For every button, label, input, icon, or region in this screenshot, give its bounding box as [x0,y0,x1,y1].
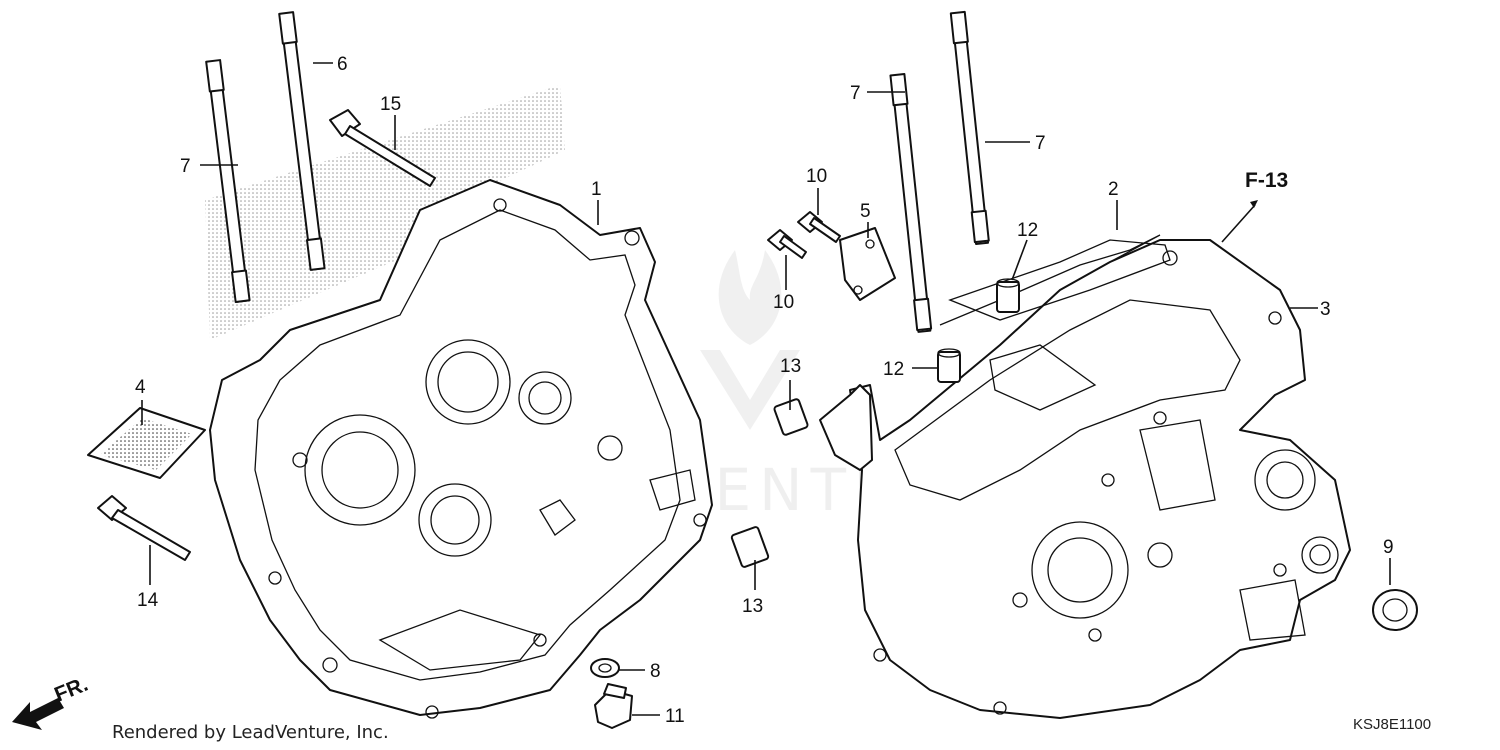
right-crankcase-half [849,234,1351,719]
callout-6b: 7 [180,156,191,177]
flange-bolt-14 [97,495,191,561]
drain-bolt-11 [594,683,633,729]
dowel-pin-13b [730,526,770,568]
oil-seal-9 [1372,589,1418,631]
callout-12b: 12 [883,359,904,380]
callout-13b: 13 [742,596,763,617]
rendered-by-credit: Rendered by LeadVenture, Inc. [112,722,389,743]
dowel-pin-12a [996,278,1020,313]
dowel-pin-13a [773,398,809,436]
stud-bolt-6b [278,11,326,271]
callout-9: 9 [1383,537,1394,558]
gasket-surface-shading [205,85,565,340]
callout-3: 3 [1320,299,1331,320]
gasket-tab [819,384,873,471]
leader-lines [141,62,1391,716]
bolt-10a [797,211,841,243]
callout-4: 4 [135,377,146,398]
callout-5: 5 [860,201,871,222]
callout-8: 8 [650,661,661,682]
reference-f13: F-13 [1245,169,1288,192]
oil-strainer-screen-4 [87,407,206,479]
callout-11: 11 [665,706,685,727]
stud-bolt-7a [889,72,933,333]
front-direction-arrow: FR. [12,673,91,730]
callout-10b: 10 [773,292,794,313]
callout-12a: 12 [1017,220,1038,241]
callout-1: 1 [591,179,602,200]
callout-7b: 7 [1035,133,1046,154]
callout-15: 15 [380,94,401,115]
bolt-10b [767,229,807,259]
setting-plate-5 [839,227,896,301]
sealing-washer-8 [590,658,620,678]
stud-bolt-6a [205,59,251,303]
callout-6a: 6 [337,54,348,75]
callout-14: 14 [137,590,159,611]
callout-2: 2 [1108,179,1119,200]
front-arrow-label: FR. [51,673,91,707]
stud-bolt-7b [949,10,990,245]
dowel-pin-12b [937,348,961,383]
left-crankcase-half [209,179,713,719]
callout-labels: 6 7 15 1 4 14 13 13 8 11 7 7 10 10 5 12 … [135,54,1394,727]
callout-10a: 10 [806,166,827,187]
callout-7a: 7 [850,83,861,104]
flange-bolt-15 [329,109,436,187]
callout-13a: 13 [780,356,801,377]
front-arrow-icon [12,698,64,730]
diagram-code: KSJ8E1100 [1353,716,1431,733]
